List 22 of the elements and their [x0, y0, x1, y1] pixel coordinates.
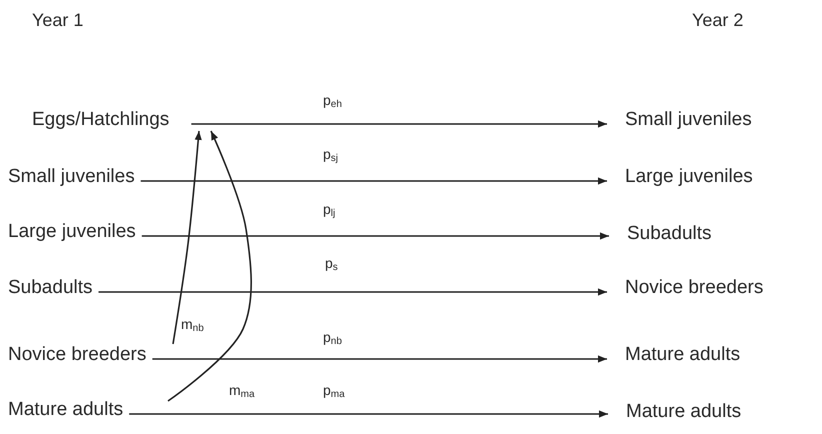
stage-label: Eggs/Hatchlings — [32, 109, 170, 131]
arrow — [168, 130, 252, 402]
arrow — [129, 410, 608, 418]
stage-label: Mature adults — [8, 399, 124, 421]
stage-label: Novice breeders — [625, 277, 764, 299]
stage-label: Large juveniles — [8, 221, 136, 243]
stage-label: Subadults — [8, 277, 93, 299]
arrow — [172, 130, 202, 344]
arrow — [152, 355, 607, 363]
stage-label: Novice breeders — [8, 344, 146, 366]
arrow — [98, 288, 607, 296]
stage-label: Large juveniles — [625, 166, 753, 188]
column-heading: Year 1 — [32, 10, 84, 31]
arrow — [191, 120, 607, 128]
stage-label: Small juveniles — [625, 109, 752, 131]
arrow — [142, 232, 609, 240]
column-heading: Year 2 — [692, 10, 744, 31]
stage-label: Mature adults — [626, 401, 742, 423]
arrow — [140, 177, 607, 185]
stage-label: Mature adults — [625, 344, 740, 366]
stage-label: Subadults — [627, 223, 712, 245]
stage-label: Small juveniles — [8, 166, 135, 188]
